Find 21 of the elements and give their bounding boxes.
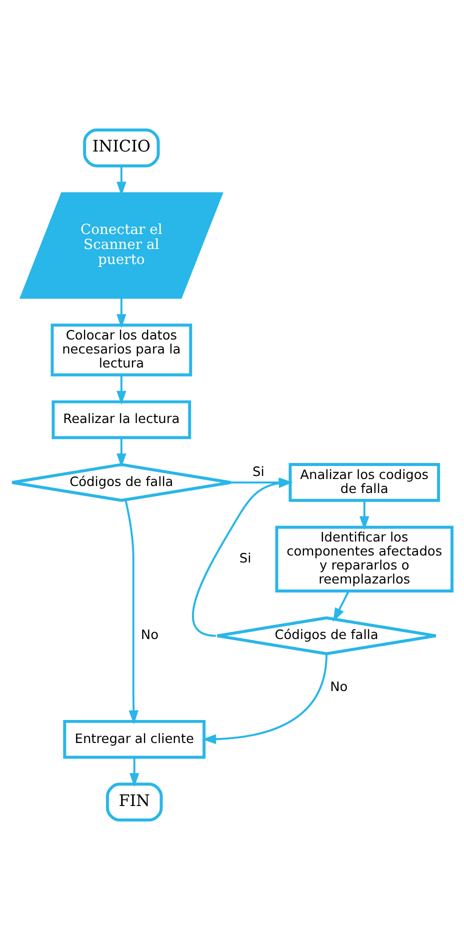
node-box: Realizar la lectura: [52, 400, 192, 440]
arrow: [124, 500, 138, 724]
node-box: Analizar los codigos de falla: [288, 463, 440, 502]
edge-label: No: [330, 680, 348, 695]
arrow: [129, 758, 140, 788]
edge-label: Si: [252, 464, 264, 480]
node-box: Entregar al cliente: [63, 720, 206, 759]
node-box: INICIO: [83, 128, 160, 168]
arrow: [116, 375, 126, 405]
edge-label: Si: [239, 552, 252, 567]
arrow: [116, 438, 126, 468]
arrow: [116, 298, 126, 328]
node-diamond: Códigos de falla: [216, 616, 438, 656]
edge-label: No: [140, 628, 159, 644]
node-box: Colocar los datos necesarios para la lectura: [50, 324, 192, 376]
node-box: FIN: [106, 782, 163, 822]
node-diamond: Códigos de falla: [10, 463, 232, 502]
arrow: [202, 654, 328, 744]
node-box: Identificar los componentes afectados y repararlos o reemplazarlos: [275, 526, 454, 592]
arrow: [333, 590, 350, 622]
arrow: [359, 500, 370, 530]
